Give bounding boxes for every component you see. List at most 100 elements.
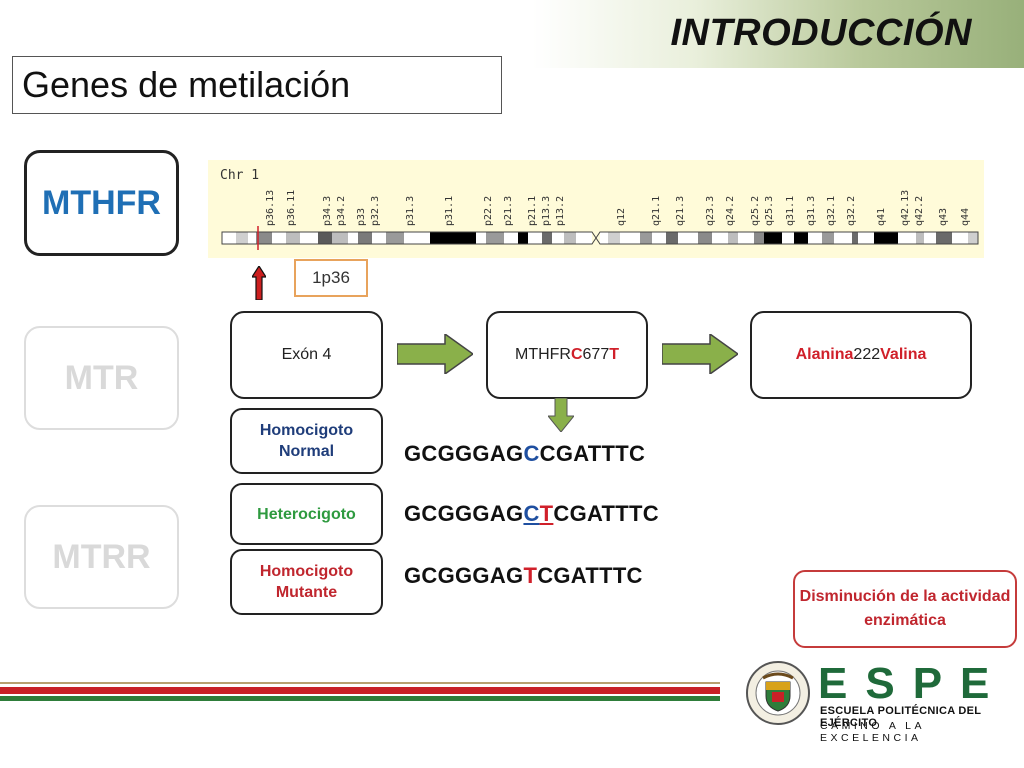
chromosome-band [318,232,332,244]
exon-box[interactable]: Exón 4 [230,311,383,399]
band-label: p33 [356,208,367,226]
chromosome-band [808,232,822,244]
chromosome-band [476,232,486,244]
chromosome-band [518,232,528,244]
chromosome-band [272,232,286,244]
band-label: p34.2 [336,196,347,226]
chromosome-band [372,232,386,244]
band-label: q44 [960,208,971,226]
band-label: p36.13 [265,190,276,226]
band-label: p22.2 [483,196,494,226]
chromosome-band [528,232,542,244]
amino-acid-alt: Valina [880,346,927,363]
chromosome-band [430,232,476,244]
chromosome-band [486,232,504,244]
band-label-box: 1p36 [294,259,368,297]
sequence-het-alt-allele: T [539,501,554,526]
chromosome-band [348,232,358,244]
chromosome-band [754,232,764,244]
amino-acid-ref: Alanina [795,346,854,363]
amino-acid-position: 222 [853,346,881,363]
genotype-heterozygous[interactable]: Heterocigoto [230,483,383,545]
sequence-normal: GCGGGAGCCGATTTC [404,441,646,466]
chromosome-band [358,232,372,244]
chromosome-body [221,226,979,250]
chromosome-band [822,232,834,244]
band-label: q32.1 [826,196,837,226]
band-label: q24.2 [725,196,736,226]
chromosome-band [652,232,666,244]
institution-name: ESCUELA POLITÉCNICA DEL EJÉRCITO [820,705,982,729]
right-arrow-icon [396,332,475,379]
chromosome-band [386,232,404,244]
chromosome-band [404,232,430,244]
chromosome-band [640,232,652,244]
chromosome-band [728,232,738,244]
band-label: q25.2 [750,196,761,226]
chromosome-band [286,232,300,244]
genotype-homozygous-normal[interactable]: Homocigoto Normal [230,408,383,474]
chromosome-band [852,232,858,244]
chromosome-band [712,232,728,244]
section-heading: INTRODUCCIÓN [670,12,972,54]
chromosome-band [968,232,978,244]
band-label: q42.13 [900,190,911,226]
band-label: p36.11 [286,190,297,226]
chromosome-band [666,232,678,244]
chromosome-label: Chr 1 [220,168,259,183]
band-label: q21.3 [675,196,686,226]
band-label: q43 [938,208,949,226]
chromosome-band [608,232,620,244]
chromosome-band [916,232,924,244]
band-label: q23.3 [705,196,716,226]
chromosome-band [858,232,874,244]
band-label: p31.3 [405,196,416,226]
chromosome-band [564,232,576,244]
gene-mtr-box[interactable]: MTR [24,326,179,430]
band-label: p32.3 [370,196,381,226]
chromosome-band [678,232,698,244]
genotype-homozygous-mutant[interactable]: Homocigoto Mutante [230,549,383,615]
chromosome-band [738,232,754,244]
chromosome-band [898,232,916,244]
chromosome-band [332,232,348,244]
chromosome-band [782,232,794,244]
chromosome-band [952,232,968,244]
chromosome-band [504,232,518,244]
chromosome-band [764,232,782,244]
band-label: p21.3 [503,196,514,226]
chromosome-band [222,232,236,244]
title-frame [12,56,502,114]
band-label: q25.3 [764,196,775,226]
chromosome-band [552,232,564,244]
chromosome-band [620,232,640,244]
band-label: p13.3 [541,196,552,226]
band-label: q31.3 [806,196,817,226]
espe-seal-logo [745,660,811,731]
right-arrow-icon [661,332,740,379]
chromosome-band [794,232,808,244]
chromosome-band [300,232,318,244]
band-label: p34.3 [322,196,333,226]
chromosome-band [236,232,248,244]
enzyme-activity-effect-box[interactable]: Disminución de la actividad enzimática [793,570,1017,648]
espe-wordmark: ESPE [818,659,1008,708]
chromosome-band [600,232,608,244]
chromosome-band [542,232,552,244]
variant-position: 677 [582,346,610,363]
chromosome-band [936,232,952,244]
chromosome-outline [221,231,979,245]
variant-gene: MTHFR [514,346,571,363]
band-label: q12 [616,208,627,226]
band-label: p31.1 [444,196,455,226]
band-label: q41 [876,208,887,226]
gene-mtrr-box[interactable]: MTRR [24,505,179,609]
chromosome-band [874,232,898,244]
band-label: q21.1 [651,196,662,226]
gene-mthfr-box[interactable]: MTHFR [24,150,179,256]
chromosome-band [576,232,592,244]
chromosome-band [698,232,712,244]
sequence-normal-snp: C [523,441,540,466]
